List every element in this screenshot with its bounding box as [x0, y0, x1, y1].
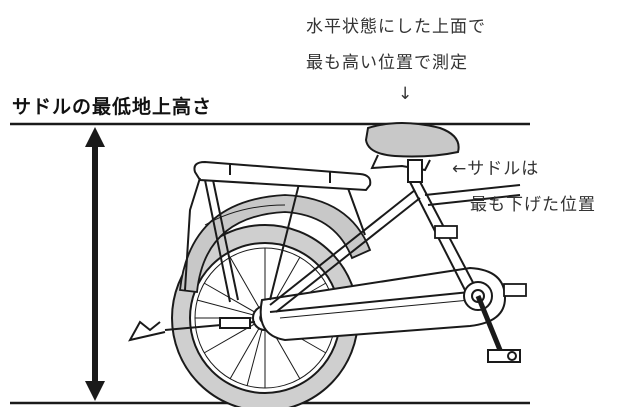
kickstand: [128, 317, 256, 342]
height-measurement-arrow: [85, 127, 105, 401]
crank-set: [463, 281, 521, 363]
measurement-note-line2: 最も高い位置で測定: [306, 53, 468, 73]
measurement-note-line1: 水平状態にした上面で: [306, 17, 486, 37]
chain-guard: [259, 266, 507, 342]
saddle-note-line2: 最も下げた位置: [470, 195, 596, 215]
saddle: [364, 122, 460, 183]
rear-rack: [184, 160, 372, 291]
saddle-note-line1: ←サドルは: [452, 159, 540, 179]
frame: [204, 177, 521, 313]
down-arrow-glyph: ↓: [398, 84, 414, 104]
page-title: サドルの最低地上高さ: [12, 96, 213, 118]
rear-fender: [179, 194, 372, 294]
